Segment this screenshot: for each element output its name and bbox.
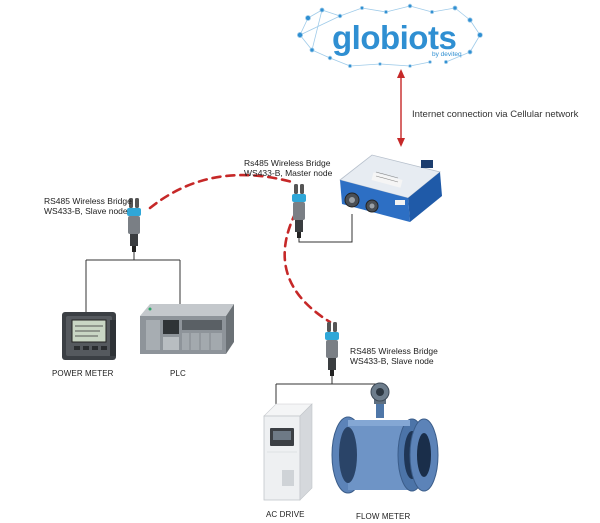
- wireless-link-bottom: [283, 210, 332, 324]
- plc-caption: PLC: [170, 369, 186, 378]
- globiots-byline: by deviteq: [432, 51, 462, 58]
- internet-connection-label: Internet connection via Cellular network: [412, 109, 579, 120]
- ac-drive-caption: AC DRIVE: [266, 510, 305, 519]
- wireless-link-left: [148, 173, 294, 210]
- flow-meter-caption: FLOW METER: [356, 512, 411, 521]
- wireless-links: [148, 173, 332, 324]
- master-node-label-line2: WS433-B, Master node: [244, 168, 333, 178]
- globiots-logo: globiots: [332, 19, 457, 56]
- slave-left-label-line2: WS433-B, Slave node: [44, 206, 128, 216]
- slave-bottom-label-line1: RS485 Wireless Bridge: [350, 346, 438, 356]
- plc-icon: [140, 304, 234, 354]
- slave-bottom-label: RS485 Wireless Bridge WS433-B, Slave nod…: [350, 346, 438, 366]
- master-node-label: Rs485 Wireless Bridge WS433-B, Master no…: [244, 158, 332, 178]
- flow-meter-icon: [331, 382, 439, 494]
- master-node-label-line1: Rs485 Wireless Bridge: [244, 158, 331, 168]
- power-meter-icon: [62, 312, 116, 360]
- slave-left-label: RS485 Wireless Bridge WS433-B, Slave nod…: [44, 196, 132, 216]
- slave-left-wiring: [85, 252, 181, 312]
- slave-bottom-wiring: [275, 376, 381, 404]
- slave-left-antenna-icon: [127, 198, 141, 252]
- master-gateway-wire: [298, 214, 353, 243]
- power-meter-caption: POWER METER: [52, 369, 114, 378]
- slave-bottom-antenna-icon: [325, 322, 339, 376]
- gateway-device-icon: [339, 154, 442, 222]
- ac-drive-icon: [263, 403, 313, 501]
- slave-left-label-line1: RS485 Wireless Bridge: [44, 196, 132, 206]
- slave-bottom-label-line2: WS433-B, Slave node: [350, 356, 434, 366]
- master-antenna-icon: [292, 184, 306, 238]
- internet-arrow: [397, 69, 405, 147]
- logo-network-icon: [296, 3, 483, 69]
